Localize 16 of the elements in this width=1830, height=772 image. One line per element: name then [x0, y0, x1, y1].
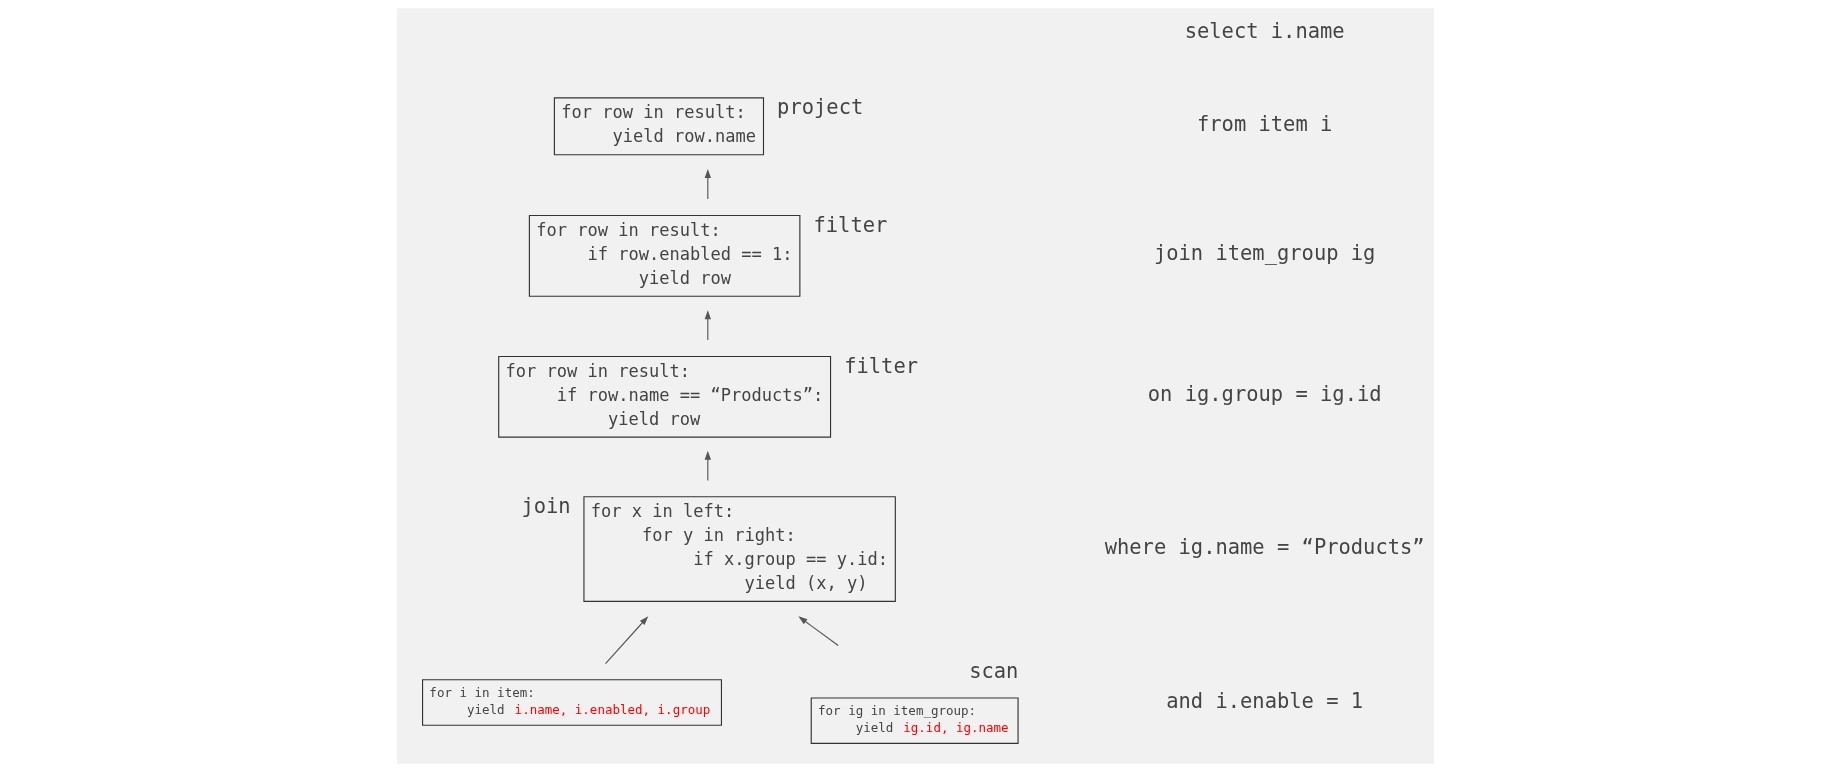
node-label: scan	[968, 658, 1018, 683]
label: from item i	[1196, 112, 1332, 137]
label: join item_group ig	[1153, 241, 1375, 266]
label: and i.enable = 1	[1165, 688, 1363, 713]
label: on ig.group = ig.id	[1147, 382, 1382, 407]
arrow	[797, 616, 839, 647]
node-label: filter	[813, 212, 887, 237]
node-label: join	[520, 494, 571, 519]
node-label: project	[776, 95, 863, 120]
arrow	[604, 616, 648, 665]
label: where ig.name = “Products”	[1104, 535, 1425, 560]
arrow	[704, 310, 711, 341]
label: select i.name	[1184, 19, 1345, 44]
node-label: filter	[843, 353, 918, 378]
arrow	[704, 450, 711, 482]
arrow	[704, 168, 711, 200]
